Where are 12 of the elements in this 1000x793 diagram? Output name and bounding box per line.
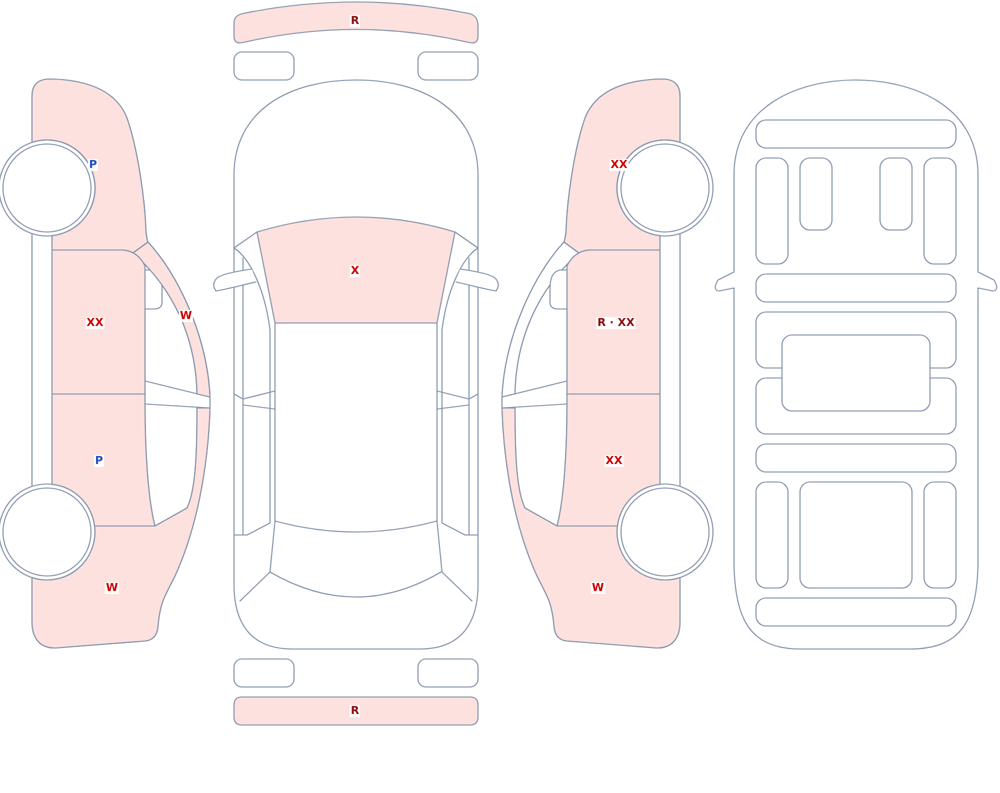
damage-code: W [178, 310, 194, 322]
damage-code: XX [86, 317, 104, 329]
damage-code: XX [604, 455, 624, 467]
damage-code: W [590, 582, 606, 594]
damage-code: R [350, 15, 360, 27]
damage-code: XX [610, 159, 628, 171]
damage-code: W [104, 582, 120, 594]
damage-code: R · XX [596, 317, 636, 329]
damage-code: R [350, 705, 360, 717]
damage-code: X [350, 265, 360, 277]
damage-code: P [94, 455, 104, 467]
damage-code: P [88, 159, 98, 171]
